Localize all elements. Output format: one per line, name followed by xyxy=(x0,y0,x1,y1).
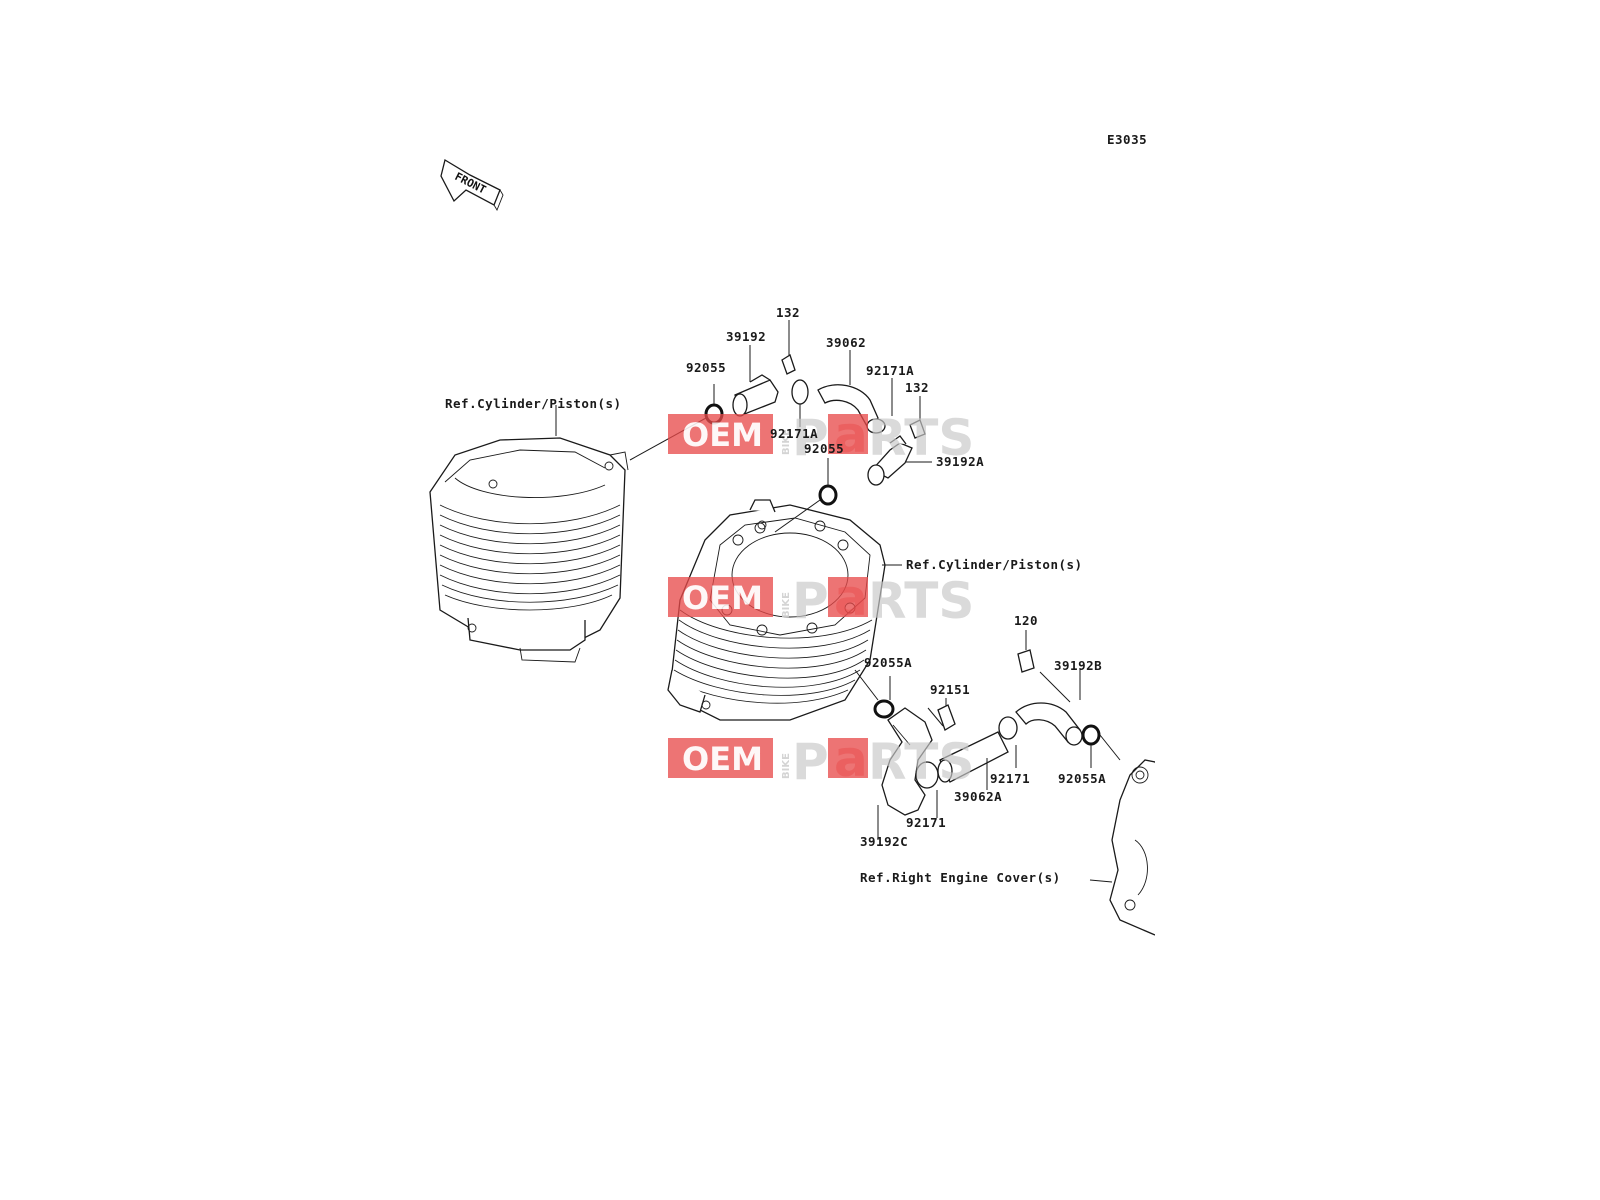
svg-text:P: P xyxy=(792,409,829,467)
front-cylinder-fins xyxy=(672,609,873,704)
label-92055-top[interactable]: 92055 xyxy=(686,360,726,375)
label-39192B[interactable]: 39192B xyxy=(1054,658,1102,673)
label-92055A-b[interactable]: 92055A xyxy=(1058,771,1106,786)
svg-text:RTS: RTS xyxy=(868,409,974,467)
label-92171A-a[interactable]: 92171A xyxy=(866,363,914,378)
label-92055A-a[interactable]: 92055A xyxy=(864,655,912,670)
rear-cylinder xyxy=(429,437,629,663)
rear-cylinder-fins xyxy=(439,504,621,611)
svg-text:RTS: RTS xyxy=(868,733,974,791)
label-92171A-b[interactable]: 92171A xyxy=(770,426,818,441)
lower-hose-assembly xyxy=(881,649,1083,816)
label-132-top[interactable]: 132 xyxy=(776,305,800,320)
label-ref-cylinder-rear[interactable]: Ref.Cylinder/Piston(s) xyxy=(445,396,622,411)
svg-text:BIKE: BIKE xyxy=(781,429,792,455)
watermark-1: OEM BIKE P a RTS xyxy=(668,406,974,467)
label-39192A[interactable]: 39192A xyxy=(936,454,984,469)
label-132-b[interactable]: 132 xyxy=(905,380,929,395)
label-ref-right-engine-cover[interactable]: Ref.Right Engine Cover(s) xyxy=(860,870,1061,885)
watermark-2: OEM BIKE P a RTS xyxy=(668,569,974,630)
front-arrow-icon: FRONT xyxy=(440,158,504,212)
label-39062[interactable]: 39062 xyxy=(826,335,866,350)
svg-text:BIKE: BIKE xyxy=(781,592,792,618)
label-92171-b[interactable]: 92171 xyxy=(906,815,946,830)
svg-text:OEM: OEM xyxy=(682,416,763,454)
label-92055-mid[interactable]: 92055 xyxy=(804,441,844,456)
o-ring-92055-mid xyxy=(818,484,838,506)
label-120[interactable]: 120 xyxy=(1014,613,1038,628)
label-39192C[interactable]: 39192C xyxy=(860,834,908,849)
svg-text:RTS: RTS xyxy=(868,572,974,630)
svg-text:OEM: OEM xyxy=(682,740,763,778)
front-cylinder xyxy=(667,499,886,721)
diagram-code: E3035 xyxy=(1107,132,1147,147)
right-engine-cover xyxy=(1109,759,1163,940)
svg-text:P: P xyxy=(792,572,829,630)
svg-text:BIKE: BIKE xyxy=(781,753,792,779)
label-39192[interactable]: 39192 xyxy=(726,329,766,344)
svg-text:a: a xyxy=(834,406,868,464)
svg-text:a: a xyxy=(834,569,868,627)
svg-text:OEM: OEM xyxy=(682,579,763,617)
label-92151[interactable]: 92151 xyxy=(930,682,970,697)
label-92171-a[interactable]: 92171 xyxy=(990,771,1030,786)
o-ring-92055A-a xyxy=(873,699,895,719)
watermark-3: OEM BIKE P a RTS xyxy=(668,730,974,791)
o-ring-92055A-b xyxy=(1081,724,1101,746)
svg-text:a: a xyxy=(834,730,868,788)
svg-text:P: P xyxy=(792,733,829,791)
label-ref-cylinder-front[interactable]: Ref.Cylinder/Piston(s) xyxy=(906,557,1083,572)
label-39062A[interactable]: 39062A xyxy=(954,789,1002,804)
